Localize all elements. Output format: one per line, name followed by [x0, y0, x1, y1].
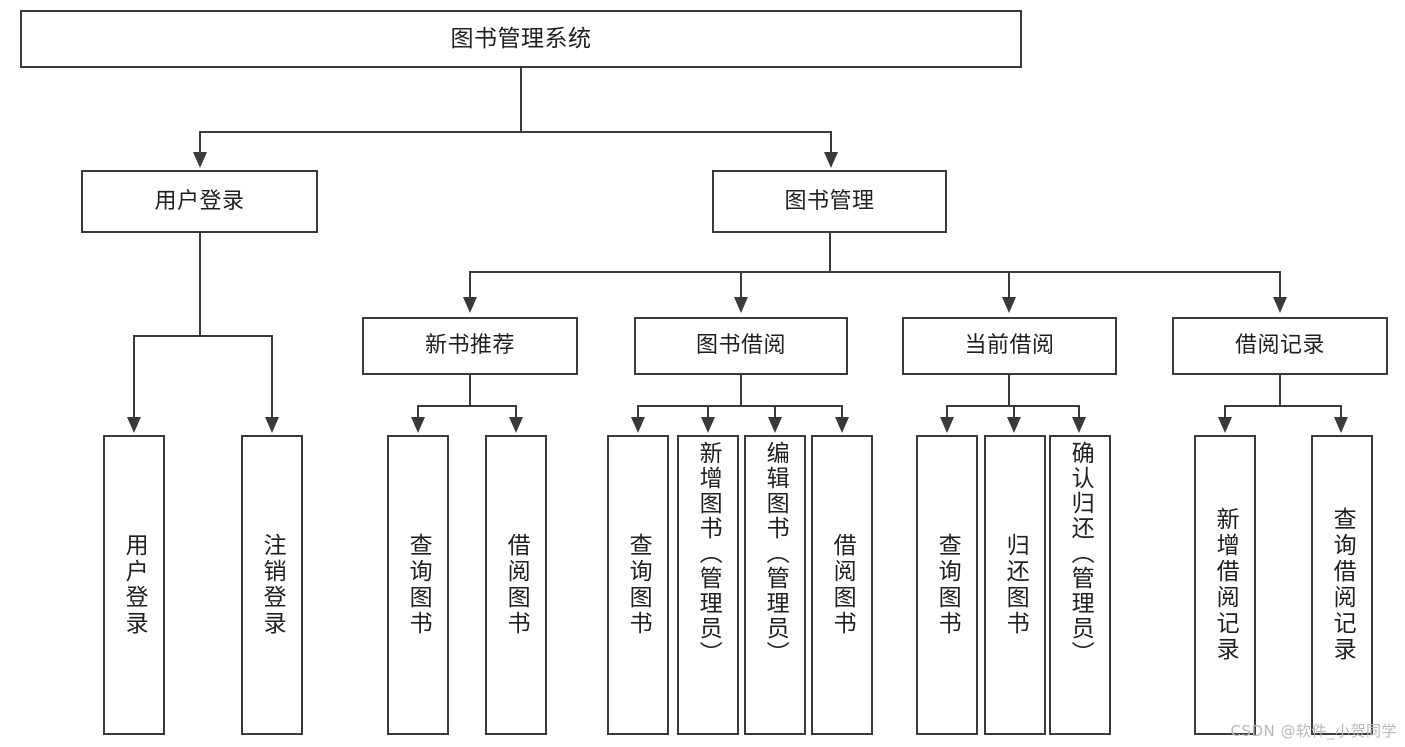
leaf-return-book[interactable]: 归还图书	[984, 435, 1046, 735]
arrowhead-leaf-add-book	[701, 417, 715, 433]
connector-borrowrecord-stem	[1279, 375, 1281, 407]
connector-userlogin-stem	[199, 233, 201, 336]
node-label: 归还图书	[1002, 533, 1029, 637]
arrowhead-leaf-user-login	[127, 417, 141, 433]
leaf-user-login[interactable]: 用户登录	[103, 435, 165, 735]
connector-userlogin-bus	[133, 335, 273, 337]
node-label: 查询图书	[934, 533, 961, 637]
connector-bookborrow-branch-4	[841, 405, 843, 419]
node-label: 查询图书	[405, 533, 432, 637]
node-label: 借阅图书	[829, 533, 856, 637]
node-label: 借阅图书	[503, 533, 530, 637]
leaf-confirm-return-admin[interactable]: 确认归还（管理员）	[1049, 435, 1111, 735]
node-label: 注销登录	[259, 533, 286, 637]
arrowhead-leaf-borrow-book-2	[835, 417, 849, 433]
arrowhead-to-book-borrow	[734, 297, 748, 313]
node-label: 查询图书	[625, 533, 652, 637]
node-root-system[interactable]: 图书管理系统	[20, 10, 1022, 68]
arrowhead-leaf-confirm-return	[1072, 417, 1086, 433]
arrowhead-leaf-edit-book	[768, 417, 782, 433]
connector-bookmgmt-stem	[829, 233, 831, 273]
arrowhead-leaf-borrow-book-1	[509, 417, 523, 433]
node-label: 用户登录	[154, 188, 245, 214]
connector-borrowrecord-branch-1	[1224, 405, 1226, 419]
arrowhead-to-current-borrow	[1002, 297, 1016, 313]
connector-userlogin-branch-1	[133, 335, 135, 419]
arrowhead-leaf-add-record	[1218, 417, 1232, 433]
connector-bookmgmt-branch-3	[1008, 271, 1010, 299]
connector-bookborrow-branch-1	[637, 405, 639, 419]
connector-borrowrecord-branch-2	[1340, 405, 1342, 419]
node-label: 借阅记录	[1234, 333, 1325, 359]
node-label: 新增借阅记录	[1212, 507, 1239, 663]
leaf-query-book-borrow[interactable]: 查询图书	[607, 435, 669, 735]
connector-root-stem	[520, 68, 522, 133]
connector-currentborrow-branch-1	[946, 405, 948, 419]
csdn-watermark: CSDN @软件_小贺同学	[1230, 722, 1397, 740]
arrowhead-leaf-logout	[265, 417, 279, 433]
node-book-management[interactable]: 图书管理	[712, 170, 947, 233]
connector-bookmgmt-branch-4	[1279, 271, 1281, 299]
arrowhead-leaf-query-book-1	[411, 417, 425, 433]
leaf-query-book-current[interactable]: 查询图书	[916, 435, 978, 735]
leaf-logout[interactable]: 注销登录	[241, 435, 303, 735]
connector-root-bus	[199, 131, 832, 133]
connector-currentborrow-stem	[1008, 375, 1010, 407]
connector-root-to-bookmgmt	[830, 131, 832, 155]
node-label: 当前借阅	[964, 333, 1055, 359]
node-label: 图书管理系统	[450, 25, 592, 52]
node-label: 编辑图书（管理员）	[762, 441, 789, 666]
arrowhead-to-user-login	[193, 152, 207, 168]
leaf-query-borrow-record[interactable]: 查询借阅记录	[1311, 435, 1373, 735]
leaf-add-book-admin[interactable]: 新增图书（管理员）	[677, 435, 739, 735]
connector-bookmgmt-branch-2	[740, 271, 742, 299]
connector-newbook-branch-1	[417, 405, 419, 419]
node-label: 用户登录	[121, 533, 148, 637]
connector-currentborrow-branch-3	[1078, 405, 1080, 419]
connector-currentborrow-branch-2	[1013, 405, 1015, 419]
node-user-login[interactable]: 用户登录	[81, 170, 318, 233]
node-book-borrow[interactable]: 图书借阅	[634, 317, 848, 375]
connector-bookborrow-bus	[637, 405, 843, 407]
arrowhead-to-borrow-record	[1273, 297, 1287, 313]
connector-bookborrow-stem	[740, 375, 742, 407]
node-label: 新书推荐	[424, 333, 515, 359]
arrowhead-to-new-book-recommend	[463, 297, 477, 313]
node-new-book-recommend[interactable]: 新书推荐	[362, 317, 578, 375]
arrowhead-leaf-query-record	[1334, 417, 1348, 433]
arrowhead-leaf-query-book-3	[940, 417, 954, 433]
connector-borrowrecord-bus	[1224, 405, 1342, 407]
node-label: 新增图书（管理员）	[695, 441, 722, 666]
node-current-borrow[interactable]: 当前借阅	[902, 317, 1117, 375]
connector-newbook-bus	[417, 405, 517, 407]
arrowhead-leaf-query-book-2	[631, 417, 645, 433]
connector-bookborrow-branch-2	[707, 405, 709, 419]
node-label: 确认归还（管理员）	[1067, 441, 1094, 666]
connector-bookborrow-branch-3	[774, 405, 776, 419]
connector-bookmgmt-bus	[469, 271, 1281, 273]
leaf-add-borrow-record[interactable]: 新增借阅记录	[1194, 435, 1256, 735]
leaf-edit-book-admin[interactable]: 编辑图书（管理员）	[744, 435, 806, 735]
arrowhead-leaf-return-book	[1007, 417, 1021, 433]
connector-userlogin-branch-2	[271, 335, 273, 419]
connector-bookmgmt-branch-1	[469, 271, 471, 299]
node-label: 查询借阅记录	[1329, 507, 1356, 663]
node-borrow-record[interactable]: 借阅记录	[1172, 317, 1388, 375]
connector-root-to-login	[199, 131, 201, 155]
connector-newbook-branch-2	[515, 405, 517, 419]
leaf-borrow-book-borrow[interactable]: 借阅图书	[811, 435, 873, 735]
leaf-borrow-book-recommend[interactable]: 借阅图书	[485, 435, 547, 735]
node-label: 图书管理	[784, 188, 875, 214]
connector-newbook-stem	[469, 375, 471, 407]
leaf-query-book-recommend[interactable]: 查询图书	[387, 435, 449, 735]
node-label: 图书借阅	[695, 333, 786, 359]
arrowhead-to-book-management	[824, 152, 838, 168]
